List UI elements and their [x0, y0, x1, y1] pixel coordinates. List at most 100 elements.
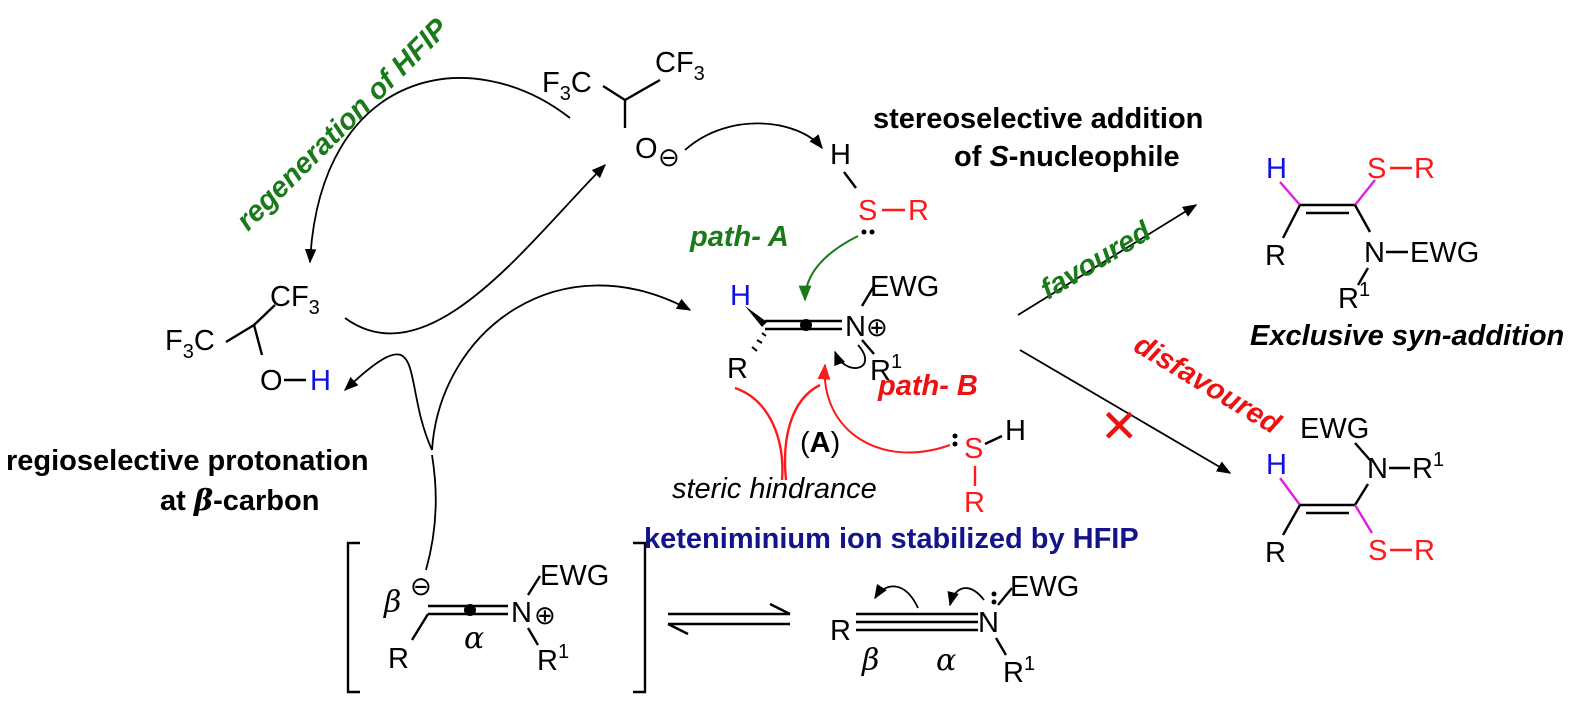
bond — [410, 613, 430, 641]
arrow-to-thiol — [684, 122, 823, 151]
arrow-electron — [834, 344, 866, 369]
stereo-line1: stereoselective addition — [873, 103, 1203, 135]
reverse-barb — [667, 622, 689, 636]
arrow-protonation — [343, 353, 433, 451]
bond — [1281, 204, 1302, 239]
wedge-bond — [745, 306, 767, 327]
oxygen-label: O — [635, 133, 658, 165]
arrow-regeneration — [304, 77, 571, 264]
product-syn: H S R R N EWG R1 — [1265, 153, 1479, 315]
right-bracket — [633, 541, 647, 694]
arrow-deprotonation — [344, 163, 607, 335]
bond — [253, 304, 276, 326]
r-bracket: R — [388, 643, 409, 675]
plus-charge-bracket: ⊕ — [534, 600, 556, 630]
r1-anti: R1 — [1412, 449, 1444, 485]
ewg-syn: EWG — [1410, 237, 1479, 269]
lone-pair-dot — [991, 591, 997, 597]
bond — [252, 324, 264, 356]
bond — [1281, 504, 1302, 536]
sp-carbon-dot — [464, 604, 476, 616]
bond — [1353, 483, 1370, 506]
alpha-ynamide: α — [936, 643, 956, 678]
beta-ynamide: β — [861, 643, 879, 678]
minus-charge-beta: ⊖ — [410, 571, 432, 601]
bond — [624, 78, 661, 102]
r1-syn: R1 — [1338, 279, 1370, 315]
hydrogen-blue-syn: H — [1266, 153, 1287, 185]
steric-label: steric hindrance — [672, 473, 877, 505]
regeneration-label: regeneration of HFIP — [230, 12, 455, 237]
sulfur-anti: S — [1368, 535, 1387, 567]
keteniminium-label: keteniminium ion stabilized by HFIP — [644, 523, 1139, 555]
thiol-b: S H R — [952, 415, 1026, 519]
thiol-a: H S R — [830, 139, 929, 235]
arrow-from-ynamide — [425, 454, 437, 571]
sulfur-label: S — [858, 195, 877, 227]
f3c-label-top: F3C — [542, 67, 592, 105]
bond — [1356, 267, 1370, 286]
product-anti: EWG N R1 H R S R — [1265, 413, 1444, 569]
bond — [602, 84, 626, 102]
r-group-red-b: R — [964, 487, 985, 519]
r1-bracket: R1 — [537, 641, 569, 677]
nitrogen-syn: N — [1364, 237, 1385, 269]
ewg-label: EWG — [870, 271, 939, 303]
bond — [1353, 204, 1372, 233]
hfip-anion: F3C CF3 O ⊖ — [542, 47, 705, 172]
regio-line2: at β-carbon — [160, 483, 319, 517]
bond — [984, 434, 1003, 446]
intermediate-a-label: (A) — [800, 427, 840, 459]
cf3-label-top: CF3 — [655, 47, 705, 85]
bond — [860, 285, 876, 307]
plus-charge-icon: ⊕ — [866, 312, 888, 342]
alpha-label: α — [464, 621, 484, 656]
lone-pair-dot — [952, 441, 958, 447]
keteniminium-a: H R N ⊕ EWG R1 — [727, 271, 939, 387]
bond — [1354, 179, 1376, 206]
cross-icon: ✕ — [1100, 400, 1139, 452]
beta-label: β — [383, 585, 401, 620]
hydrogen-blue-a: H — [730, 280, 751, 312]
equilibrium-arrows — [667, 602, 791, 636]
bond — [861, 339, 875, 355]
r-group-red: R — [908, 195, 929, 227]
r-anti-red: R — [1414, 535, 1435, 567]
r-group: R — [727, 353, 748, 385]
bond — [1279, 181, 1301, 206]
nitrogen-ynamide: N — [978, 607, 999, 639]
hashed-bond — [751, 332, 767, 352]
hydrogen-blue-anti: H — [1266, 449, 1287, 481]
r-syn-red: R — [1414, 153, 1435, 185]
arrow-favoured — [1017, 204, 1198, 316]
sulfur-syn: S — [1367, 153, 1386, 185]
bond — [1279, 477, 1301, 506]
regio-line1: regioselective protonation — [6, 445, 369, 477]
path-b-label: path- B — [877, 370, 978, 402]
lone-pair-dot — [861, 229, 867, 235]
ynamide: R β α N EWG R1 — [830, 571, 1079, 689]
thiol-h: H — [830, 139, 851, 171]
cf3-label-left: CF3 — [270, 281, 320, 319]
stereo-line2: of S-nucleophile — [954, 141, 1180, 173]
r1-ynamide: R1 — [1003, 653, 1035, 689]
bond — [1353, 504, 1374, 534]
hfip-neutral: CF3 F3C O H — [165, 281, 331, 397]
ewg-bracket: EWG — [540, 560, 609, 592]
arrow-path-b — [817, 363, 951, 454]
bond — [843, 171, 857, 189]
exclusive-syn-label: Exclusive syn-addition — [1250, 320, 1564, 352]
lone-pair-dot — [869, 229, 875, 235]
hydrogen-blue: H — [310, 365, 331, 397]
arrow-disfavoured — [1019, 349, 1232, 474]
nitrogen-bracket: N — [511, 597, 532, 629]
r-syn: R — [1265, 240, 1286, 272]
minus-charge-icon: ⊖ — [658, 142, 680, 172]
bond — [526, 627, 540, 646]
steric-arc — [783, 383, 821, 481]
arrow-path-a — [798, 235, 859, 302]
oxygen-label-hfip: O — [260, 365, 283, 397]
sp-carbon-dot — [800, 319, 812, 331]
